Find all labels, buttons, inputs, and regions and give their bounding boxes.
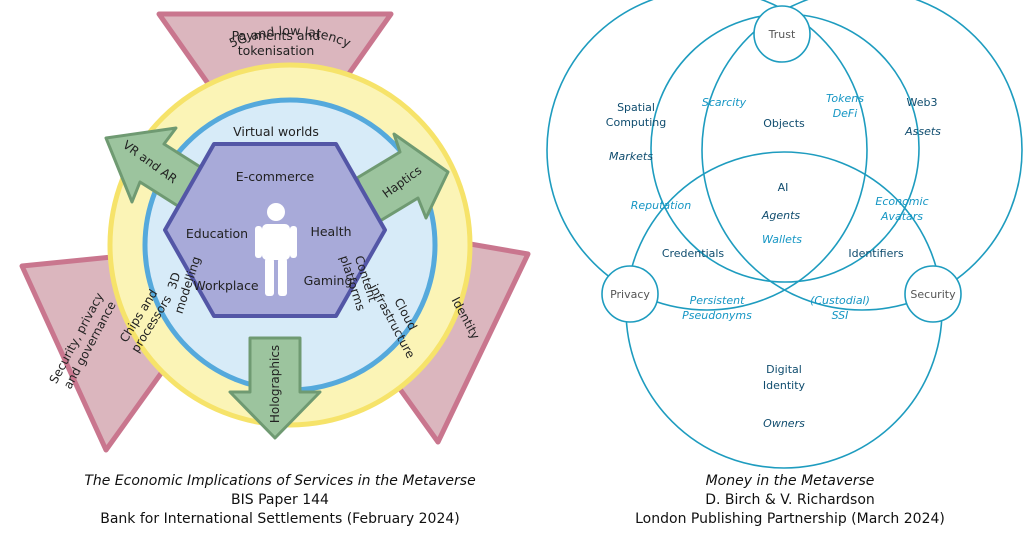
text-line: Payments and — [232, 28, 321, 43]
label-ai: AI — [778, 181, 789, 194]
text-line: Avatars — [880, 210, 923, 223]
text-line: Persistent — [690, 294, 745, 307]
caption-right-line3: London Publishing Partnership (March 202… — [635, 511, 945, 527]
node-trust-label: Trust — [768, 28, 796, 41]
label-owners: Owners — [763, 417, 805, 430]
arrow-haptics — [355, 132, 450, 226]
venn-circle-privacy-big — [546, 0, 868, 311]
label-workplace: Workplace — [193, 278, 259, 293]
text-line: 3D — [165, 271, 184, 291]
node-privacy-label: Privacy — [610, 288, 650, 301]
text-line: Computing — [606, 116, 666, 129]
caption-right-line2: D. Birch & V. Richardson — [705, 492, 875, 508]
label-objects: Objects — [763, 117, 805, 130]
label-identifiers: Identifiers — [848, 247, 904, 260]
label-gaming: Gaming — [304, 273, 353, 288]
arrow-holographics — [228, 336, 322, 440]
label-virtual-worlds: Virtual worlds — [233, 124, 319, 139]
caption-left: The Economic Implications of Services in… — [40, 472, 520, 529]
label-health: Health — [310, 224, 351, 239]
label-web3: Web3 — [907, 96, 938, 109]
label-scarcity: Scarcity — [702, 96, 747, 109]
node-security-label: Security — [910, 288, 956, 301]
caption-left-line3: Bank for International Settlements (Febr… — [100, 511, 460, 527]
label-wallets: Wallets — [762, 233, 802, 246]
node-security: Security — [904, 265, 962, 323]
caption-right-title: Money in the Metaverse — [705, 473, 875, 489]
text-line: Pseudonyms — [682, 309, 752, 322]
label-markets: Markets — [609, 150, 653, 163]
text-line: Spatial — [617, 101, 655, 114]
text-line: Identity — [763, 379, 806, 392]
caption-right: Money in the Metaverse D. Birch & V. Ric… — [560, 472, 1020, 529]
text-line: SSI — [832, 309, 849, 322]
node-trust: Trust — [753, 5, 811, 63]
venn-circle-security-big — [701, 0, 1023, 311]
label-assets: Assets — [904, 125, 941, 138]
label-education: Education — [186, 226, 248, 241]
node-privacy: Privacy — [601, 265, 659, 323]
label-credentials: Credentials — [662, 247, 725, 260]
label-reputation: Reputation — [631, 199, 692, 212]
caption-left-title: The Economic Implications of Services in… — [84, 473, 476, 489]
person-icon — [255, 203, 297, 296]
label-custodial-ssi: (Custodial) SSI — [810, 294, 870, 322]
label-holographics: Holographics — [268, 345, 282, 423]
text-line: (Custodial) — [810, 294, 870, 307]
text-line: Economic — [875, 195, 928, 208]
text-line: tokenisation — [238, 43, 315, 58]
text-line: Tokens — [826, 92, 864, 105]
caption-left-line2: BIS Paper 144 — [231, 492, 329, 508]
text-line: DeFi — [833, 107, 858, 120]
label-agents: Agents — [761, 209, 801, 222]
label-ecommerce: E-commerce — [236, 169, 315, 184]
text-line: Digital — [766, 363, 802, 376]
